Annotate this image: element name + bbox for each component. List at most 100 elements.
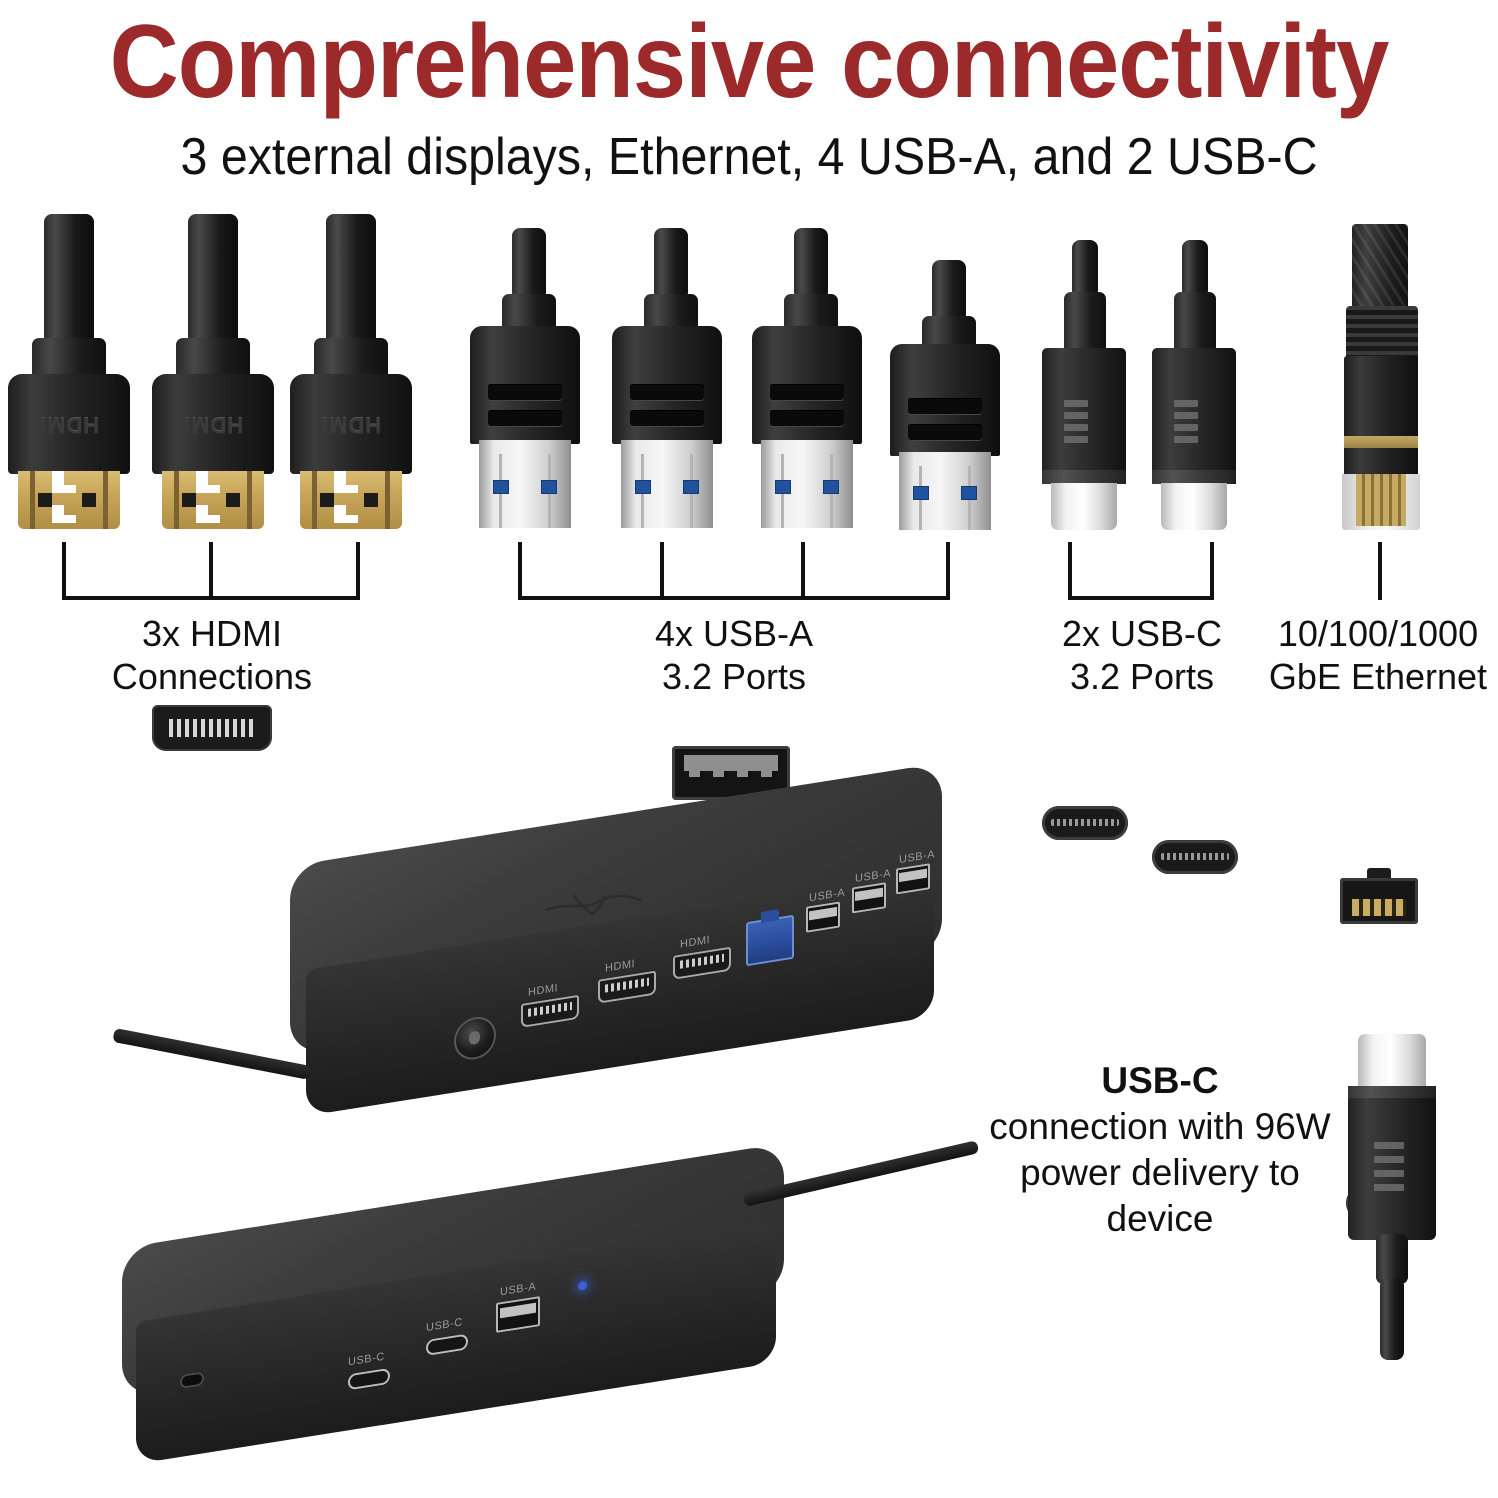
bracket-usb-a — [518, 542, 950, 600]
hdmi-cable-2: HDMI — [152, 214, 274, 529]
caption-usb-c-line1: 2x USB-C — [1061, 613, 1223, 654]
rj45-gold-band — [1344, 436, 1418, 448]
caption-ethernet-line2: GbE Ethernet — [1268, 656, 1488, 697]
usb-c-port-icon-2 — [1152, 840, 1238, 874]
ethernet-flat-ribbon — [1352, 224, 1408, 310]
caption-usb-c-line2: 3.2 Ports — [1069, 656, 1215, 697]
dock-front-usb-c-port-1[interactable] — [348, 1367, 390, 1391]
caption-usb-a-line1: 4x USB-A — [654, 613, 814, 654]
dock-hdmi-port-2[interactable] — [598, 970, 656, 1004]
usb-c-metal-tip — [1358, 1034, 1426, 1090]
ethernet-cable — [1342, 224, 1438, 530]
caption-ethernet-line1: 10/100/1000 — [1277, 613, 1479, 654]
power-delivery-line3: device — [1106, 1198, 1214, 1239]
hdmi-gold-contact — [300, 471, 402, 529]
caption-usb-a: 4x USB-A 3.2 Ports — [530, 612, 938, 698]
usb-c-plug-housing — [1152, 348, 1236, 476]
power-delivery-heading: USB-C — [1101, 1060, 1219, 1101]
cable-wire — [1380, 1278, 1404, 1360]
usb-a-metal-shell — [479, 440, 571, 528]
cable-wire — [794, 228, 828, 300]
usb-c-plug-housing — [1348, 1098, 1436, 1240]
rj45-port-icon — [1340, 868, 1418, 924]
hdmi-cable-1: HDMI — [8, 214, 130, 529]
caption-usb-c: 2x USB-C 3.2 Ports — [1040, 612, 1244, 698]
dock-hdmi-port-1[interactable] — [521, 994, 579, 1028]
strain-relief — [644, 294, 698, 332]
power-jack — [454, 1013, 496, 1063]
dock-usb-a-port-3[interactable] — [896, 863, 930, 895]
dock-front-usb-a-port[interactable] — [496, 1296, 540, 1333]
usb-c-collar — [1042, 470, 1126, 484]
usb-c-port-icon-1 — [1042, 806, 1128, 840]
dock-device-front-view: USB-C USB-C USB-A — [122, 1140, 980, 1492]
usb-c-power-plug — [1348, 1034, 1436, 1360]
usb-c-cable-2 — [1152, 240, 1236, 530]
usb-c-metal-tip — [1161, 483, 1227, 530]
usb-a-plug-housing — [890, 344, 1000, 456]
usb-a-plug-housing — [752, 326, 862, 444]
usb-a-metal-shell — [761, 440, 853, 528]
cable-wire — [932, 260, 966, 322]
cable-wire — [326, 214, 376, 346]
page-title: Comprehensive connectivity — [109, 4, 1390, 120]
strain-relief — [1376, 1234, 1408, 1284]
usb-a-cable-4 — [890, 260, 1000, 530]
hdmi-plug-housing: HDMI — [152, 374, 274, 474]
caption-hdmi: 3x HDMI Connections — [10, 612, 414, 698]
power-delivery-caption: USB-C connection with 96W power delivery… — [984, 1058, 1336, 1242]
bracket-hdmi — [62, 542, 360, 600]
hdmi-plug-label: HDMI — [182, 413, 244, 438]
caption-ethernet: 10/100/1000 GbE Ethernet — [1262, 612, 1494, 698]
dock-hdmi-port-3[interactable] — [673, 946, 731, 980]
strain-relief — [502, 294, 556, 332]
caption-hdmi-line2: Connections — [111, 656, 313, 697]
strain-relief — [784, 294, 838, 332]
cable-wire — [654, 228, 688, 300]
hdmi-port-label-1: HDMI — [528, 982, 559, 999]
bracket-usb-c — [1068, 542, 1214, 600]
front-usb-a-label: USB-A — [500, 1280, 537, 1299]
usb-a-metal-shell — [899, 452, 991, 530]
caption-hdmi-line1: 3x HDMI — [141, 613, 282, 654]
page-subtitle: 3 external displays, Ethernet, 4 USB-A, … — [180, 128, 1318, 186]
usb-c-metal-tip — [1051, 483, 1117, 530]
dock-ethernet-port[interactable] — [746, 914, 794, 967]
dock-host-cable — [112, 1027, 312, 1080]
hdmi-port-label-2: HDMI — [605, 957, 636, 975]
rj45-gold-pins — [1356, 474, 1406, 526]
cable-wire — [512, 228, 546, 300]
usb-a-metal-shell — [621, 440, 713, 528]
power-delivery-line1: connection with 96W — [989, 1106, 1331, 1147]
dock-device-rear-view: HDMI HDMI HDMI USB-A USB-A USB-A — [112, 762, 970, 1186]
strain-relief — [1064, 292, 1106, 354]
hdmi-plug-housing: HDMI — [8, 374, 130, 474]
usb-c-plug-housing — [1042, 348, 1126, 476]
security-lock-slot — [180, 1371, 204, 1390]
usb-a-cable-1 — [470, 228, 580, 528]
strain-relief — [1174, 292, 1216, 354]
brand-logo — [544, 894, 642, 916]
hdmi-port-icon — [152, 705, 272, 751]
cable-wire — [188, 214, 238, 346]
power-delivery-line2: power delivery to — [1020, 1152, 1300, 1193]
hdmi-port-label-3: HDMI — [680, 933, 711, 951]
hdmi-plug-label: HDMI — [38, 413, 100, 438]
hdmi-gold-contact — [162, 471, 264, 529]
cable-wire — [44, 214, 94, 346]
dock-usb-a-port-1[interactable] — [806, 901, 840, 933]
hdmi-gold-contact — [18, 471, 120, 529]
cable-wire — [1072, 240, 1098, 298]
hdmi-plug-housing: HDMI — [290, 374, 412, 474]
usb-a-cable-2 — [612, 228, 722, 528]
hdmi-plug-label: HDMI — [320, 413, 382, 438]
usb-a-plug-housing — [470, 326, 580, 444]
front-usb-c-label-1: USB-C — [348, 1350, 385, 1369]
caption-usb-a-line2: 3.2 Ports — [661, 656, 807, 697]
dock-front-usb-c-port-2[interactable] — [426, 1333, 468, 1357]
power-led — [578, 1280, 587, 1291]
usb-a-cable-3 — [752, 228, 862, 528]
dock-usb-a-port-2[interactable] — [852, 882, 886, 914]
hdmi-cable-3: HDMI — [290, 214, 412, 529]
